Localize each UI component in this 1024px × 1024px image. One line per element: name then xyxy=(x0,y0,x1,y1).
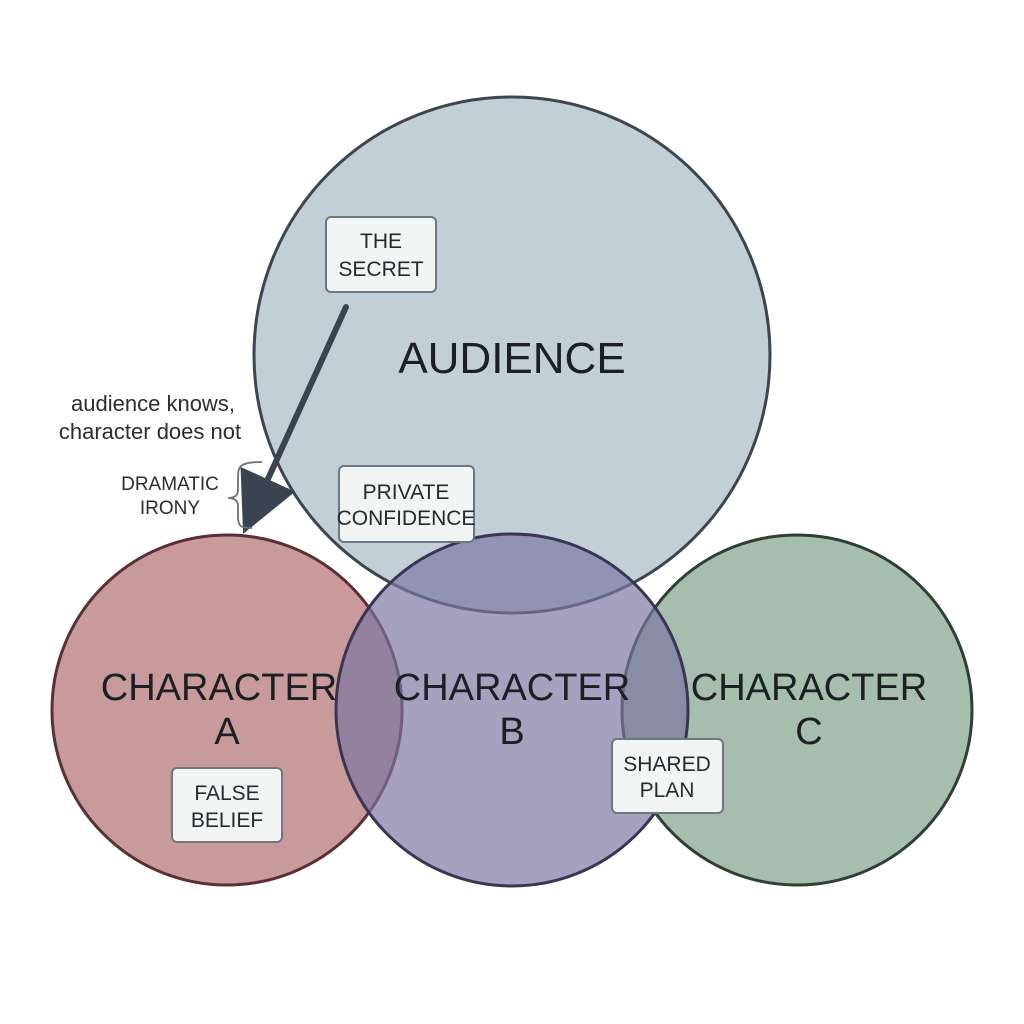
false-belief-line1: FALSE xyxy=(194,782,259,805)
annotation-line1: audience knows, xyxy=(71,391,235,416)
character-c-label-line2: C xyxy=(795,711,822,753)
annotation-line2: character does not xyxy=(59,419,241,444)
character-a-label-line2: A xyxy=(214,711,240,753)
the-secret-box: THE SECRET xyxy=(325,216,437,293)
shared-plan-box: SHARED PLAN xyxy=(611,738,724,814)
audience-label: AUDIENCE xyxy=(398,334,625,383)
shared-plan-line2: PLAN xyxy=(640,779,695,802)
the-secret-line2: SECRET xyxy=(338,258,423,281)
private-confidence-line1: PRIVATE xyxy=(363,481,450,504)
character-b-label-line2: B xyxy=(499,711,524,753)
private-confidence-box: PRIVATE CONFIDENCE xyxy=(337,465,476,543)
dramatic-irony-line2: IRONY xyxy=(140,498,201,519)
the-secret-line1: THE xyxy=(360,230,402,253)
character-b-label-line1: CHARACTER xyxy=(394,667,630,709)
false-belief-box: FALSE BELIEF xyxy=(171,767,283,843)
false-belief-line2: BELIEF xyxy=(191,809,263,832)
dramatic-irony-arrow xyxy=(240,304,349,534)
character-a-label-line1: CHARACTER xyxy=(101,667,337,709)
character-c-label-line1: CHARACTER xyxy=(691,667,927,709)
character-b-circle xyxy=(334,532,690,888)
dramatic-irony-line1: DRAMATIC xyxy=(121,474,219,495)
shared-plan-line1: SHARED xyxy=(623,753,711,776)
dramatic-irony-bracket xyxy=(227,461,263,529)
private-confidence-line2: CONFIDENCE xyxy=(337,507,476,530)
